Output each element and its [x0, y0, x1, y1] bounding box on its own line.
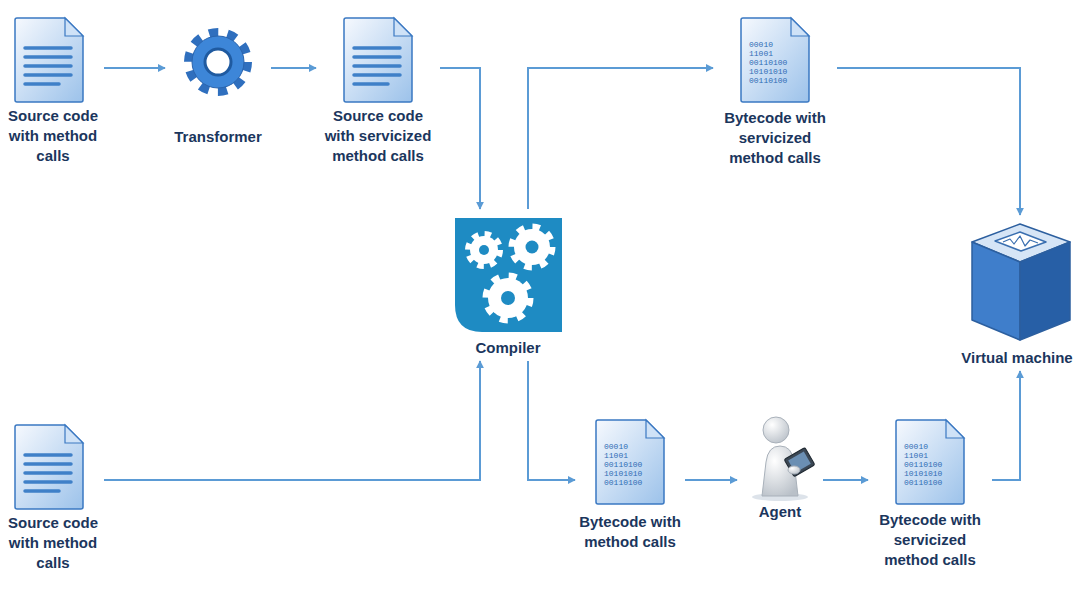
compiler-icon	[455, 218, 562, 332]
node-label: Bytecode with servicized method calls	[871, 510, 989, 570]
icon-node: Agent	[740, 410, 820, 522]
icon-node: Source code with method calls	[5, 425, 101, 573]
flow-arrow	[271, 67, 316, 69]
node-label: Bytecode with servicized method calls	[716, 108, 834, 168]
flow-arrow	[104, 67, 165, 69]
flow-arrow	[685, 479, 737, 481]
node-label: Source code with method calls	[5, 513, 101, 573]
binary-digits: 00010 11001 00110100 10101010 00110100	[749, 40, 787, 85]
flow-arrow	[992, 371, 1020, 480]
node-label: Agent	[740, 502, 820, 522]
flow-arrow	[528, 361, 575, 480]
icon-node: Bytecode with servicized method calls	[871, 418, 989, 570]
flow-arrow	[104, 361, 480, 480]
icon-node: Bytecode with servicized method calls	[716, 18, 834, 168]
flow-arrow	[837, 68, 1020, 215]
node-label: Source code with method calls	[5, 106, 101, 166]
node-label: Virtual machine	[958, 348, 1076, 368]
binary-digits: 00010 11001 00110100 10101010 00110100	[904, 442, 942, 487]
gear-icon	[190, 34, 246, 90]
virtual-machine-icon	[972, 224, 1070, 340]
bytecode-icon	[741, 18, 809, 102]
icon-node: Source code with method calls	[5, 18, 101, 166]
node-label: Bytecode with method calls	[578, 512, 682, 552]
node-label: Compiler	[452, 338, 564, 358]
agent-figure	[752, 417, 815, 501]
binary-digits: 00010 11001 00110100 10101010 00110100	[604, 442, 642, 487]
icon-node: Source code with servicized method calls	[319, 18, 437, 166]
icon-node: Transformer	[168, 15, 268, 147]
bytecode-icon	[596, 420, 664, 504]
icon-node: Compiler	[452, 212, 564, 358]
document-icon	[15, 18, 83, 102]
bytecode-icon	[896, 420, 964, 504]
node-label: Source code with servicized method calls	[319, 106, 437, 166]
node-label: Transformer	[168, 127, 268, 147]
flow-arrow	[440, 68, 480, 209]
icon-node: Virtual machine	[958, 218, 1076, 368]
flow-arrow	[528, 68, 713, 209]
document-icon	[344, 18, 412, 102]
document-icon	[15, 425, 83, 509]
flow-arrow	[823, 479, 868, 481]
